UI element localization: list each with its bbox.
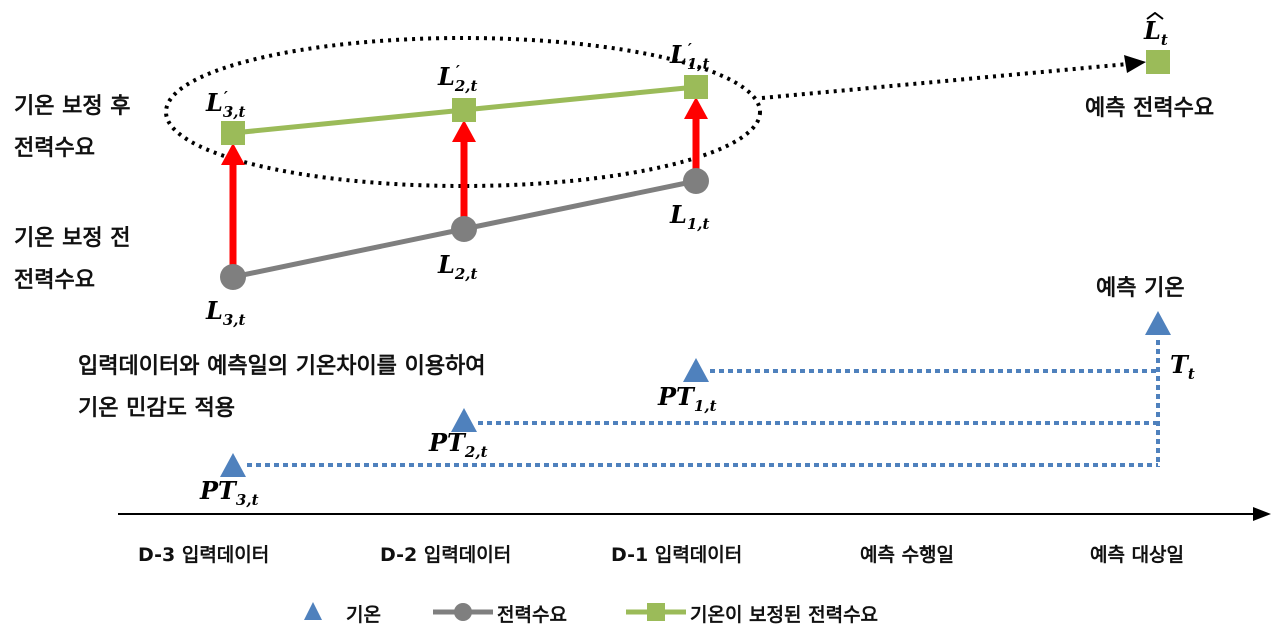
math-Lhat: Lt [1144, 12, 1168, 49]
math-Tt-base: T [1170, 350, 1188, 379]
temp-point-3 [220, 453, 246, 477]
math-L3-prime-sup: ′ [223, 88, 228, 106]
label-forecast-temp: 예측 기온 [1096, 276, 1185, 301]
math-PT2: PT2,t [429, 428, 488, 461]
label-before-correction-line2: 전력수요 [14, 268, 95, 293]
label-after-correction-line2: 전력수요 [14, 136, 95, 161]
label-forecast-demand: 예측 전력수요 [1085, 96, 1215, 121]
math-Lhat-sub: t [1160, 31, 1168, 49]
raw-demand-point-1 [683, 168, 709, 194]
math-PT3-base: PT [200, 476, 236, 505]
hat-accent [1146, 12, 1164, 20]
math-L1-sub: 1,t [686, 215, 710, 233]
math-PT1: PT1,t [658, 382, 717, 415]
math-L1-prime-sub: 1,t [686, 55, 710, 73]
math-L2-prime-sub: 2,t [454, 77, 478, 95]
axis-label-forecast-target: 예측 대상일 [1090, 544, 1185, 566]
math-L2-sub: 2,t [454, 265, 478, 283]
label-method-note-line2: 기온 민감도 적용 [78, 396, 235, 421]
corrected-demand-point-1 [684, 75, 708, 99]
forecast-arrowhead [1124, 55, 1146, 73]
math-L1-prime-base: L [670, 40, 687, 69]
math-L2-prime: L′2,t [438, 62, 477, 95]
axis-label-d1: D-1 입력데이터 [611, 544, 743, 566]
math-PT3: PT3,t [200, 476, 259, 509]
math-L3: L3,t [206, 296, 245, 329]
correction-arrow-2 [452, 120, 476, 217]
legend-temp-label: 기온 [346, 604, 381, 626]
math-PT2-sub: 2,t [464, 443, 488, 461]
legend-demand-symbol [433, 603, 493, 621]
forecast-temp-point [1145, 311, 1171, 335]
raw-demand-point-2 [451, 216, 477, 242]
label-after-correction: 기온 보정 후 전력수요 [14, 92, 131, 164]
label-before-correction-line1: 기온 보정 전 [14, 226, 131, 251]
temp-point-1 [683, 358, 709, 382]
math-L2: L2,t [438, 250, 477, 283]
math-Tt: Tt [1170, 350, 1195, 383]
correction-arrow-3 [221, 143, 245, 265]
legend-temp-symbol [304, 602, 322, 620]
math-L3-sub: 3,t [222, 311, 246, 329]
math-L1-prime: L′1,t [670, 40, 709, 73]
math-L3-base: L [206, 296, 223, 325]
math-PT3-sub: 3,t [235, 491, 259, 509]
legend-corrected-label: 기온이 보정된 전력수요 [690, 604, 879, 626]
math-L3-prime-base: L [206, 88, 223, 117]
forecast-demand-point [1146, 50, 1170, 74]
grouping-ellipse [164, 36, 762, 188]
label-method-note-line1: 입력데이터와 예측일의 기온차이를 이용하여 [78, 354, 486, 379]
forecast-dotted-arrow [761, 62, 1129, 100]
math-L1-prime-sup: ′ [687, 40, 692, 58]
math-L3-prime: L′3,t [206, 88, 245, 121]
raw-demand-point-3 [220, 264, 246, 290]
corrected-demand-point-2 [452, 98, 476, 122]
math-PT1-sub: 1,t [693, 397, 717, 415]
math-L1: L1,t [670, 200, 709, 233]
temp-point-2 [451, 408, 477, 432]
math-Lhat-base: L [1144, 16, 1161, 45]
math-PT2-base: PT [429, 428, 465, 457]
label-before-correction: 기온 보정 전 전력수요 [14, 224, 131, 296]
math-L3-prime-sub: 3,t [222, 103, 246, 121]
math-L2-prime-sup: ′ [455, 62, 460, 80]
math-Tt-sub: t [1187, 365, 1195, 383]
legend-corrected-symbol [626, 603, 686, 621]
math-L2-base: L [438, 250, 455, 279]
timeline-arrowhead [1253, 507, 1271, 521]
corrected-demand-point-3 [221, 121, 245, 145]
axis-label-forecast-run: 예측 수행일 [860, 544, 955, 566]
label-method-note: 입력데이터와 예측일의 기온차이를 이용하여 기온 민감도 적용 [78, 352, 486, 424]
math-PT1-base: PT [658, 382, 694, 411]
legend-demand-label: 전력수요 [497, 604, 567, 626]
label-after-correction-line1: 기온 보정 후 [14, 94, 131, 119]
axis-label-d3: D-3 입력데이터 [138, 544, 270, 566]
math-L2-prime-base: L [438, 62, 455, 91]
correction-arrow-1 [684, 97, 708, 170]
math-L1-base: L [670, 200, 687, 229]
axis-label-d2: D-2 입력데이터 [380, 544, 512, 566]
